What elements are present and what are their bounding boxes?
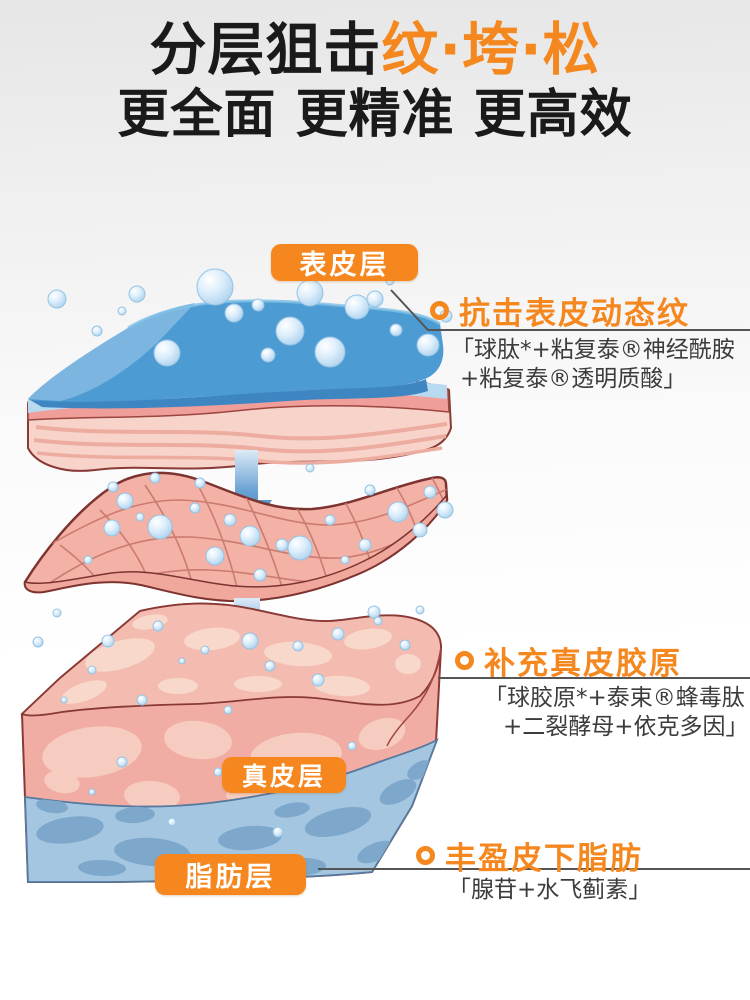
annotation-epidermis-body: 「球肽*+粘复泰®神经酰胺 +粘复泰®透明质酸」 [451,336,735,394]
badge-epidermis: 表皮层 [271,244,418,281]
annotation-dermis-heading: 补充真皮胶原 [455,638,682,683]
annotation-epidermis-heading: 抗击表皮动态纹 [430,288,690,333]
badge-dermis: 真皮层 [222,757,346,793]
annotation-fat-heading: 丰盈皮下脂肪 [416,833,643,878]
water-droplet-icons-mid [83,463,454,582]
ring-bullet-icon [455,651,474,670]
annotation-fat-body: 「腺苷+水飞蓟素」 [448,876,651,905]
epidermis-layer-art [27,299,453,472]
ring-bullet-icon [416,846,435,865]
annotation-heading-text: 抗击表皮动态纹 [459,296,690,332]
ingredient-line: 「球胶原*+泰束®蜂毒肽 [484,685,745,711]
dermis-fat-block-art [20,602,443,883]
ingredient-line: +粘复泰®透明质酸」 [460,366,687,392]
ingredient-line: +二裂酵母+依克多因」 [503,714,749,740]
page-title: 分层狙击纹·垮·松 更全面 更精准 更高效 [0,18,750,144]
annotation-heading-text: 补充真皮胶原 [484,646,682,682]
ingredient-line: 「腺苷+水飞蓟素」 [448,877,652,903]
title-line2: 更全面 更精准 更高效 [117,85,633,145]
title-line1-black: 分层狙击 [149,17,382,83]
annotation-connector-lines [318,289,750,870]
annotation-dermis-body: 「球胶原*+泰束®蜂毒肽 +二裂酵母+依克多因」 [484,684,749,742]
ring-bullet-icon [430,301,449,320]
badge-fat: 脂肪层 [155,854,306,895]
title-line1-accent: 纹·垮·松 [381,17,601,83]
annotation-heading-text: 丰盈皮下脂肪 [445,841,643,877]
ingredient-line: 「球肽*+粘复泰®神经酰胺 [451,337,735,363]
water-droplet-icons-top [47,268,453,368]
title-line1: 分层狙击纹·垮·松 [0,18,750,82]
